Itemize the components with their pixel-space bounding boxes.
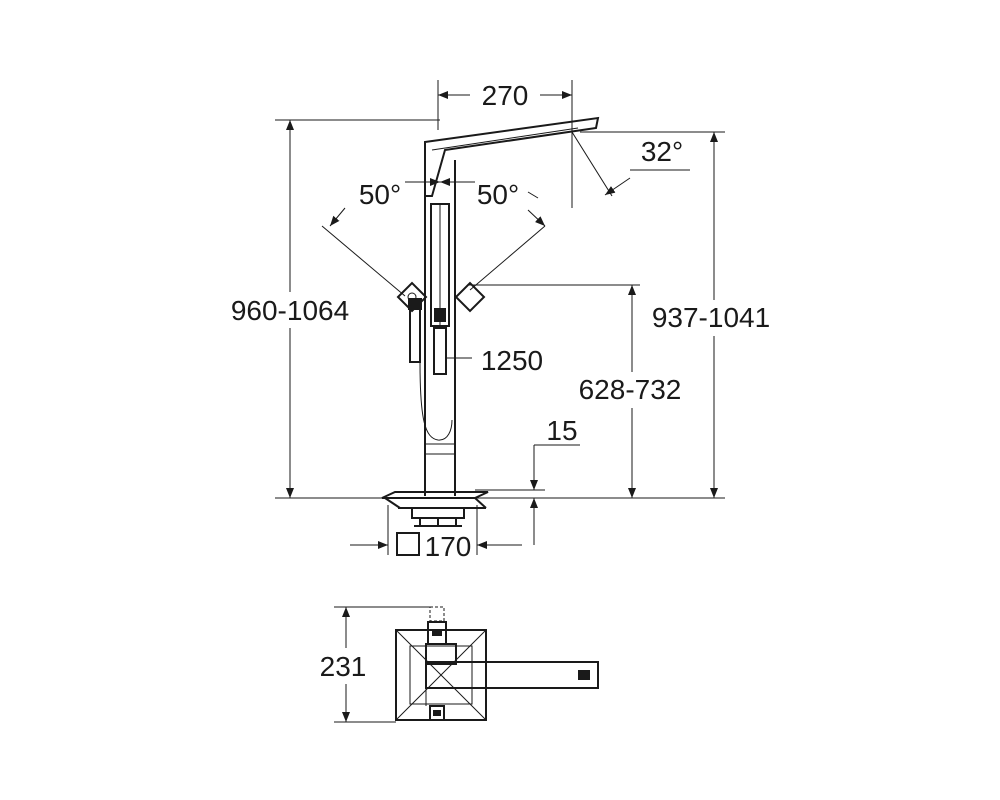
mixer-handle	[396, 281, 486, 363]
faucet-column	[424, 160, 456, 496]
base-plate	[381, 491, 489, 527]
label-handle-height: 628-732	[579, 374, 682, 405]
label-hose-length: 1250	[481, 345, 543, 376]
label-total-height-right: 937-1041	[652, 302, 770, 333]
dim-handle-height: 628-732	[568, 285, 692, 498]
label-total-height-left: 960-1064	[231, 295, 349, 326]
label-base-size: 170	[425, 531, 472, 562]
dim-total-height-right: 937-1041	[642, 132, 780, 498]
dim-hose-length: 1250	[446, 345, 543, 376]
spout-plan	[425, 661, 599, 689]
dim-base-size: 170	[350, 505, 522, 562]
dim-swivel: 50° 50°	[321, 178, 546, 297]
label-plan-depth: 231	[320, 651, 367, 682]
dim-spout-reach: 270	[437, 80, 573, 208]
square-symbol-icon	[396, 532, 420, 556]
dim-plan-depth: 231	[314, 606, 432, 723]
dim-spout-angle: 32°	[571, 131, 690, 197]
hand-shower-holder	[430, 203, 450, 375]
label-floor-offset: 15	[546, 415, 577, 446]
label-spout-reach: 270	[482, 80, 529, 111]
label-swivel-right: 50°	[477, 179, 519, 210]
label-spout-angle: 32°	[641, 136, 683, 167]
label-swivel-left: 50°	[359, 179, 401, 210]
elevation-view: 270 32° 50° 50° 960-1064	[220, 80, 780, 562]
shower-hose	[419, 361, 453, 441]
dim-floor-offset: 15	[530, 415, 580, 545]
plan-view: 231	[314, 606, 599, 723]
dim-total-height-left: 960-1064	[220, 120, 360, 498]
